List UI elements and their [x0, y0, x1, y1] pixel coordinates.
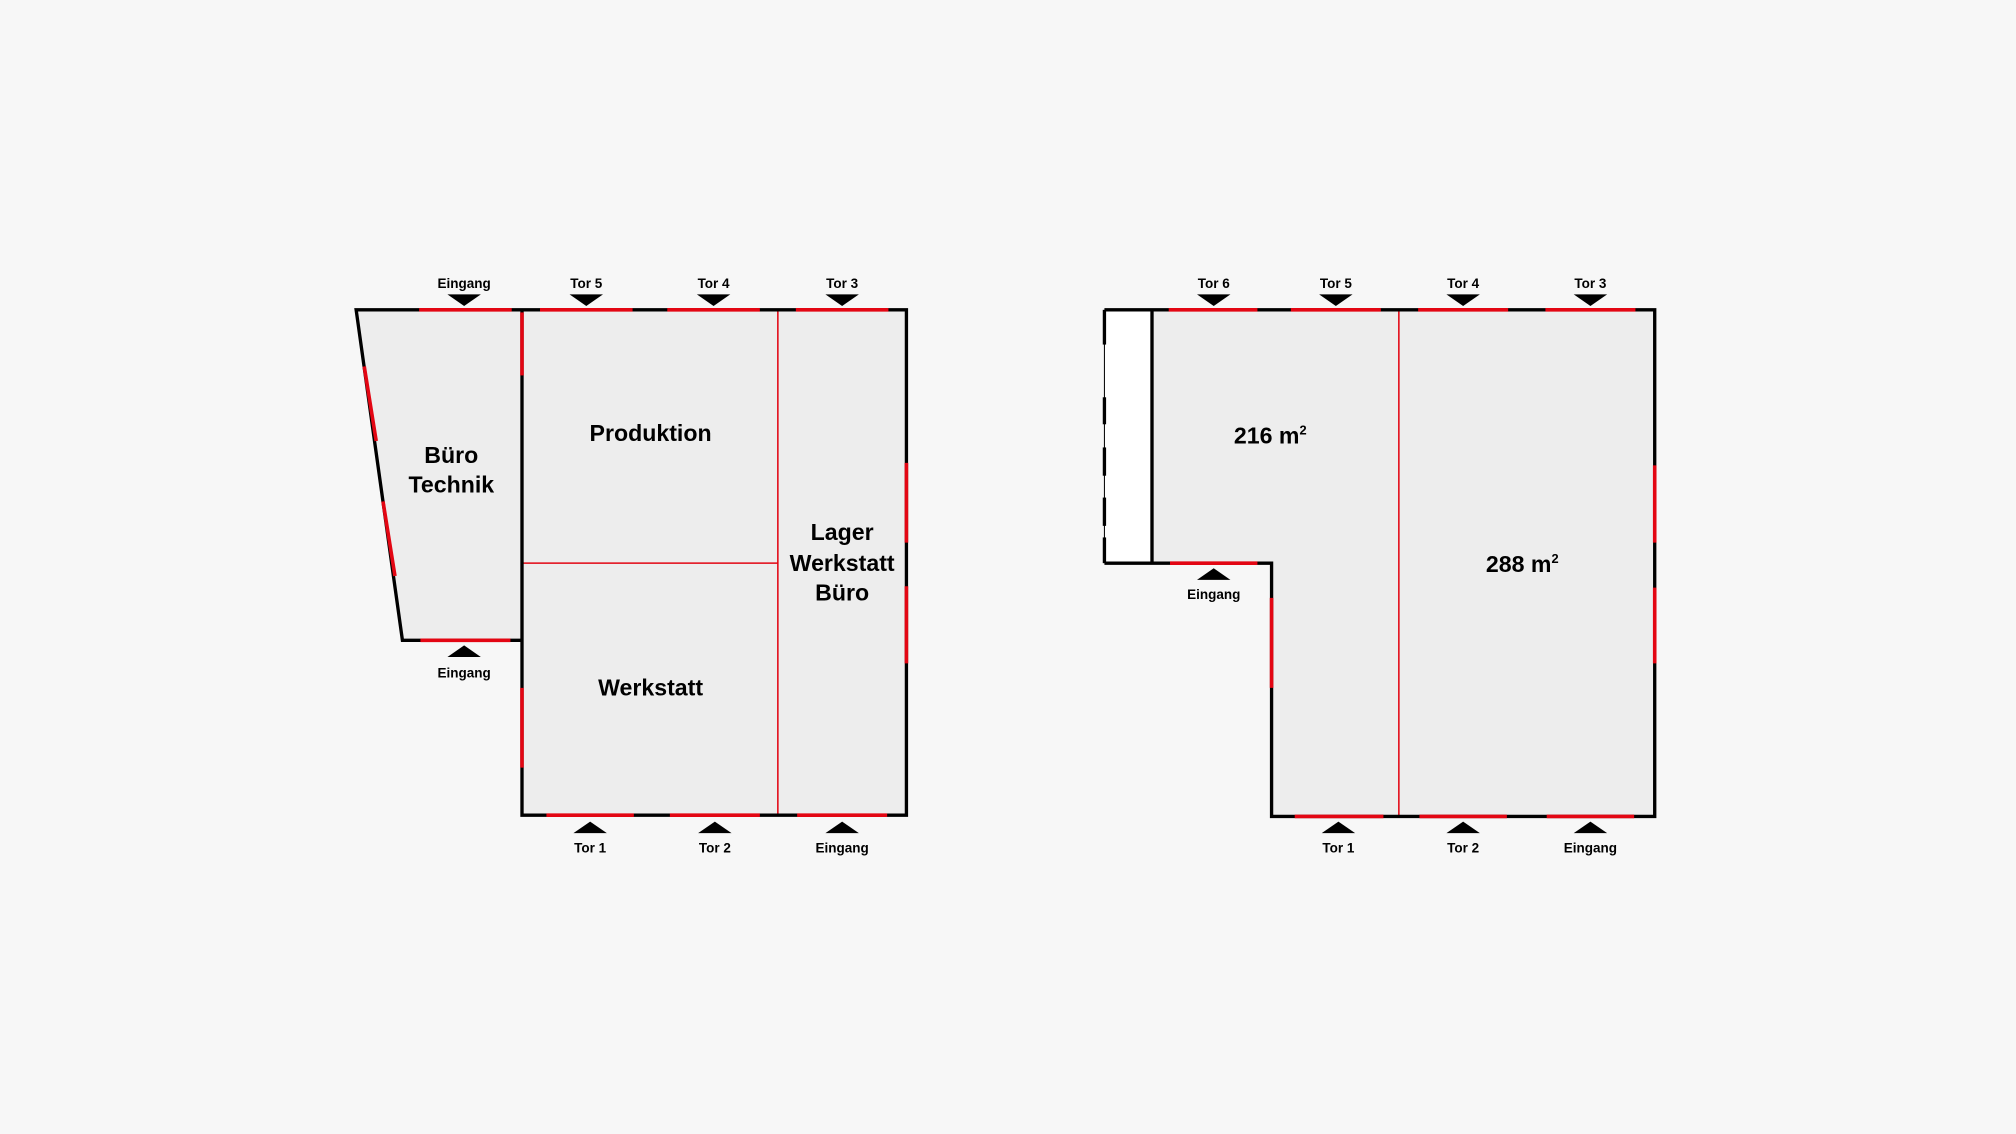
arrow-down-icon: [1197, 294, 1608, 306]
room-main-hall: [1152, 309, 1655, 817]
room-label: Technik: [408, 471, 494, 497]
room-buero-technik: [356, 309, 522, 641]
door-label: Eingang: [1564, 840, 1617, 855]
door-label: Tor 5: [1320, 276, 1352, 291]
door-label: Tor 4: [1447, 276, 1479, 291]
room-label: Werkstatt: [598, 675, 703, 701]
door-label: Tor 4: [698, 276, 730, 291]
room-label: Produktion: [590, 420, 712, 446]
door-label: Eingang: [1187, 587, 1240, 602]
room-label: Lager: [811, 519, 874, 545]
door-label: Tor 6: [1198, 276, 1230, 291]
door-label: Tor 2: [699, 840, 731, 855]
arrow-down-icon: [447, 294, 859, 306]
room-label: Büro: [424, 442, 478, 468]
floor-plan-right: Tor 6 Tor 5 Tor 4 Tor 3 Eingang Tor 1 To…: [1102, 276, 1657, 855]
floor-plan-left: Eingang Tor 5 Tor 4 Tor 3 Eingang Tor 1 …: [354, 276, 909, 855]
door-label: Tor 5: [570, 276, 602, 291]
door-label: Eingang: [816, 840, 869, 855]
openings: [362, 308, 909, 817]
area-label: 288 m2: [1486, 551, 1559, 577]
arrow-up-icon: [1197, 568, 1608, 834]
door-label: Eingang: [438, 276, 491, 291]
door-label: Tor 1: [1322, 840, 1354, 855]
annex: [1104, 309, 1152, 564]
openings: [1168, 308, 1657, 819]
area-label: 216 m2: [1234, 423, 1307, 449]
door-label: Tor 1: [574, 840, 606, 855]
door-label: Tor 2: [1447, 840, 1479, 855]
door-label: Tor 3: [1574, 276, 1606, 291]
room-label: Büro: [815, 579, 869, 605]
arrow-up-icon: [447, 645, 859, 834]
room-label: Werkstatt: [790, 550, 895, 576]
door-label: Tor 3: [826, 276, 858, 291]
door-label: Eingang: [438, 666, 491, 681]
